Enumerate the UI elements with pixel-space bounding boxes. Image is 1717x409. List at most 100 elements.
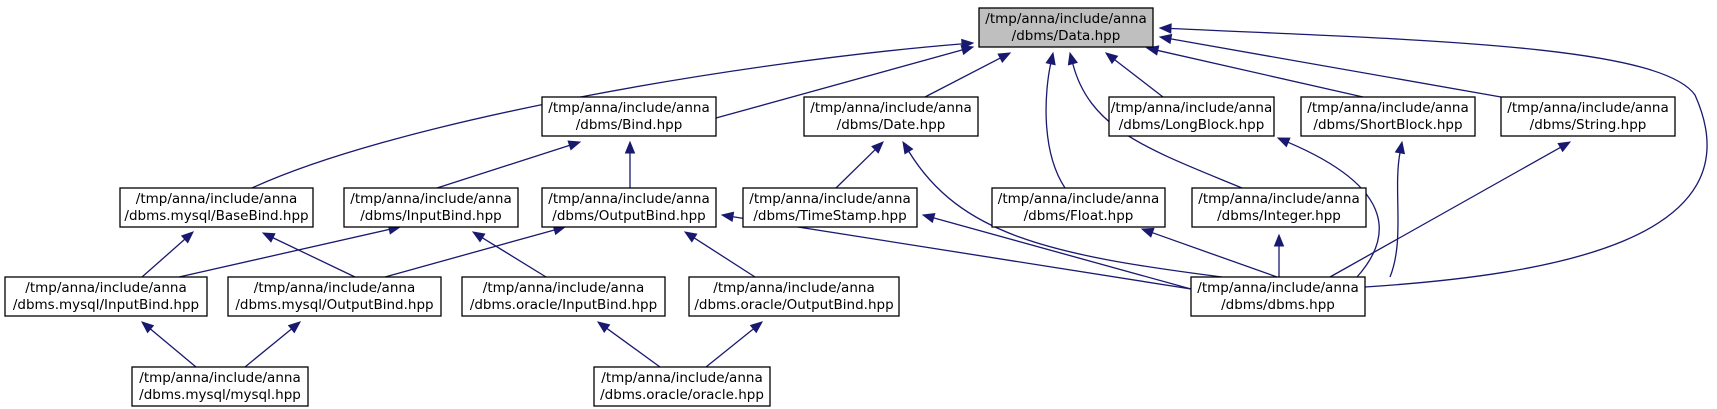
edge-line: [693, 237, 756, 278]
node-path-line2: /dbms/InputBind.hpp: [360, 208, 502, 224]
arrowhead-icon: [720, 211, 735, 222]
node-mysql-outputbind[interactable]: /tmp/anna/include/anna/dbms.mysql/Output…: [227, 276, 442, 317]
edge-dbms-to-string: [1329, 141, 1572, 278]
edge-dbms-to-float: [1140, 227, 1278, 278]
node-path-line1: /tmp/anna/include/anna: [548, 191, 709, 207]
edge-mysql-inputbind-to-inputbind: [178, 224, 402, 278]
node-float[interactable]: /tmp/anna/include/anna/dbms/Float.hpp: [991, 187, 1166, 228]
arrowhead-icon: [1140, 227, 1155, 238]
arrowhead-icon: [1158, 33, 1173, 45]
nodes-layer: /tmp/anna/include/anna/dbms/Data.hpp/tmp…: [4, 7, 1676, 407]
edge-line: [141, 238, 186, 278]
arrowhead-icon: [902, 140, 914, 155]
node-box: [541, 187, 717, 228]
node-mysql-basebind[interactable]: /tmp/anna/include/anna/dbms.mysql/BaseBi…: [119, 187, 314, 228]
node-path-line1: /tmp/anna/include/anna: [749, 191, 910, 207]
node-oracle-inputbind[interactable]: /tmp/anna/include/anna/dbms.oracle/Input…: [461, 276, 666, 317]
edge-string-to-data: [1158, 33, 1502, 98]
node-path-line1: /tmp/anna/include/anna: [254, 280, 415, 296]
arrowhead-icon: [1273, 233, 1285, 247]
arrowhead-icon: [1557, 141, 1572, 153]
node-bind[interactable]: /tmp/anna/include/anna/dbms/Bind.hpp: [541, 96, 717, 137]
arrowhead-icon: [567, 140, 582, 151]
edge-mysql-to-mysql-inputbind: [140, 321, 197, 368]
node-path-line2: /dbms/dbms.hpp: [1221, 297, 1335, 313]
node-date[interactable]: /tmp/anna/include/anna/dbms/Date.hpp: [803, 96, 979, 137]
node-path-line2: /dbms.mysql/OutputBind.hpp: [235, 297, 433, 313]
node-data[interactable]: /tmp/anna/include/anna/dbms/Data.hpp: [978, 7, 1154, 48]
node-path-line2: /dbms.oracle/oracle.hpp: [600, 387, 764, 403]
node-path-line2: /dbms.mysql/BaseBind.hpp: [124, 208, 308, 224]
node-path-line2: /dbms.oracle/OutputBind.hpp: [694, 297, 893, 313]
edge-date-to-data: [924, 52, 1012, 98]
edge-line: [436, 144, 570, 189]
node-timestamp[interactable]: /tmp/anna/include/anna/dbms/TimeStamp.hp…: [742, 187, 918, 228]
node-path-line1: /tmp/anna/include/anna: [985, 11, 1146, 27]
node-string[interactable]: /tmp/anna/include/anna/dbms/String.hpp: [1500, 96, 1676, 137]
edge-float-to-data: [1045, 51, 1066, 189]
edge-line: [933, 217, 1192, 290]
node-outputbind[interactable]: /tmp/anna/include/anna/dbms/OutputBind.h…: [541, 187, 717, 228]
node-oracle-outputbind[interactable]: /tmp/anna/include/anna/dbms.oracle/Outpu…: [688, 276, 900, 317]
node-path-line1: /tmp/anna/include/anna: [1507, 100, 1668, 116]
node-box: [1300, 96, 1476, 137]
edge-line: [384, 229, 555, 278]
node-box: [593, 366, 771, 407]
arrowhead-icon: [624, 140, 636, 154]
node-path-line2: /dbms.oracle/InputBind.hpp: [470, 297, 657, 313]
edge-outputbind-to-bind: [624, 140, 636, 188]
node-box: [688, 276, 900, 317]
edge-line: [1152, 232, 1278, 278]
node-path-line1: /tmp/anna/include/anna: [601, 370, 762, 386]
node-path-line2: /dbms/Data.hpp: [1012, 28, 1121, 44]
edge-inputbind-to-bind: [436, 140, 582, 189]
arrowhead-icon: [596, 321, 611, 333]
node-box: [978, 7, 1154, 48]
node-path-line1: /tmp/anna/include/anna: [136, 191, 297, 207]
node-path-line2: /dbms/TimeStamp.hpp: [753, 208, 906, 224]
arrowhead-icon: [261, 232, 276, 243]
node-box: [343, 187, 519, 228]
arrowhead-icon: [1104, 52, 1119, 65]
arrowhead-icon: [287, 321, 302, 334]
node-inputbind[interactable]: /tmp/anna/include/anna/dbms/InputBind.hp…: [343, 187, 519, 228]
node-box: [742, 187, 918, 228]
node-path-line1: /tmp/anna/include/anna: [1307, 100, 1468, 116]
edge-timestamp-to-date: [835, 141, 884, 189]
edge-line: [1329, 146, 1561, 278]
node-path-line1: /tmp/anna/include/anna: [713, 280, 874, 296]
edge-mysql-outputbind-to-mysql-basebind: [261, 232, 356, 278]
node-box: [1108, 96, 1275, 137]
arrowhead-icon: [1067, 51, 1078, 66]
edge-dbms-to-outputbind: [720, 211, 1192, 290]
edge-oracle-to-oracle-outputbind: [705, 321, 764, 368]
edge-line: [732, 216, 1192, 290]
node-path-line1: /tmp/anna/include/anna: [1111, 100, 1272, 116]
node-box: [1191, 187, 1367, 228]
arrowhead-icon: [749, 321, 764, 334]
edge-line: [924, 57, 1001, 98]
edge-dbms-to-integer: [1273, 233, 1285, 277]
node-mysql-inputbind[interactable]: /tmp/anna/include/anna/dbms.mysql/InputB…: [4, 276, 208, 317]
node-box: [227, 276, 442, 317]
node-oracle[interactable]: /tmp/anna/include/anna/dbms.oracle/oracl…: [593, 366, 771, 407]
node-longblock[interactable]: /tmp/anna/include/anna/dbms/LongBlock.hp…: [1108, 96, 1275, 137]
edge-dbms-to-data: [1158, 23, 1708, 288]
node-dbms[interactable]: /tmp/anna/include/anna/dbms/dbms.hpp: [1190, 276, 1366, 317]
node-shortblock[interactable]: /tmp/anna/include/anna/dbms/ShortBlock.h…: [1300, 96, 1476, 137]
edge-line: [150, 328, 197, 368]
edge-line: [1287, 141, 1380, 278]
edge-mysql-outputbind-to-outputbind: [384, 225, 567, 278]
edge-line: [272, 237, 356, 278]
node-integer[interactable]: /tmp/anna/include/anna/dbms/Integer.hpp: [1191, 187, 1367, 228]
arrowhead-icon: [471, 231, 486, 243]
edge-mysql-inputbind-to-mysql-basebind: [141, 231, 194, 278]
node-box: [541, 96, 717, 137]
node-mysql[interactable]: /tmp/anna/include/anna/dbms.mysql/mysql.…: [131, 366, 309, 407]
edge-line: [1389, 152, 1401, 278]
edge-oracle-outputbind-to-outputbind: [683, 231, 756, 278]
edge-line: [1170, 38, 1502, 98]
node-box: [991, 187, 1166, 228]
edge-dbms-to-shortblock: [1389, 140, 1406, 278]
